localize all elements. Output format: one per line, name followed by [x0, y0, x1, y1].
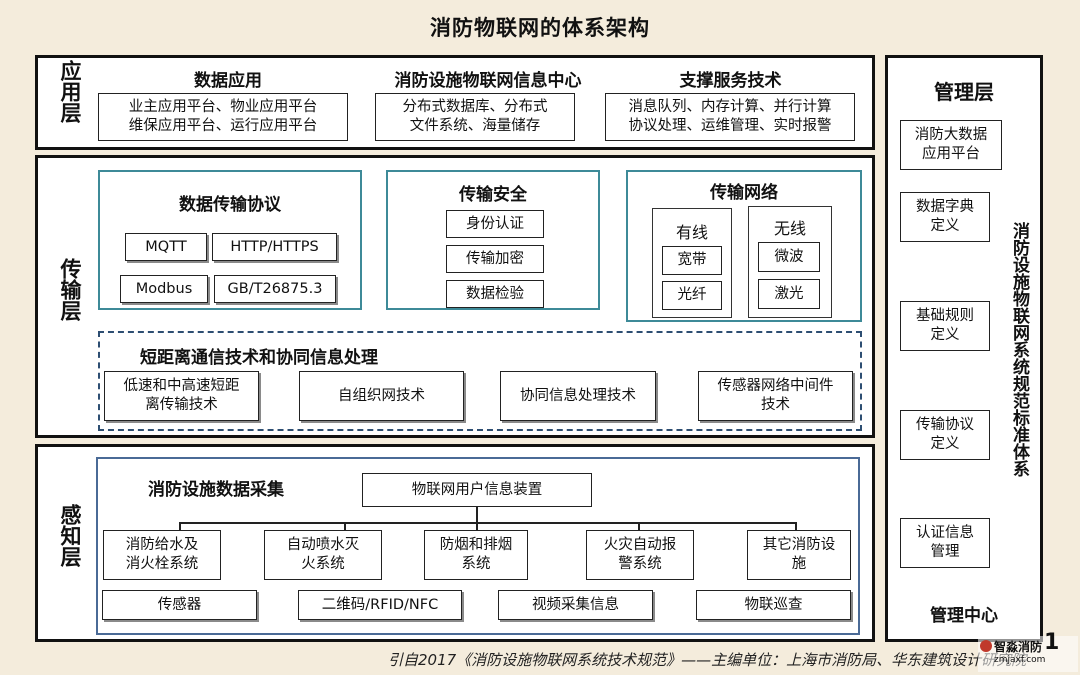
wireless-label: 无线	[773, 219, 806, 238]
watermark-mark-icon	[980, 640, 992, 652]
short-range-heading: 短距离通信技术和协同信息处理	[140, 348, 378, 368]
short-range-frame: 短距离通信技术和协同信息处理 低速和中高速短距 离传输技术 自组织网技术 协同信…	[98, 331, 862, 431]
connector-device-down	[476, 507, 478, 523]
connector-drop-2	[344, 522, 346, 530]
wireless-laser: 激光	[758, 279, 820, 309]
standards-system-vertical-label: 消防设施物联网系统规范标准体系	[1009, 222, 1029, 477]
network-heading: 传输网络	[710, 183, 778, 203]
system-fire-alarm: 火灾自动报 警系统	[586, 530, 694, 580]
support-services-heading: 支撑服务技术	[679, 71, 782, 91]
collector-video: 视频采集信息	[498, 590, 653, 620]
iot-user-info-device: 物联网用户信息装置	[362, 473, 592, 507]
transmission-network-frame: 传输网络 有线 宽带 光纤 无线 微波 激光	[626, 170, 862, 322]
data-application-box: 业主应用平台、物业应用平台 维保应用平台、运行应用平台	[98, 93, 348, 141]
connector-drop-5	[795, 522, 797, 530]
mgmt-basic-rules: 基础规则 定义	[900, 301, 990, 351]
connector-drop-3	[476, 522, 478, 530]
connector-drop-4	[638, 522, 640, 530]
collaborative-info-processing: 协同信息处理技术	[500, 371, 656, 421]
page-number: 1	[1044, 630, 1060, 655]
support-services-box: 消息队列、内存计算、并行计算 协议处理、运维管理、实时报警	[605, 93, 855, 141]
protocol-modbus: Modbus	[120, 275, 208, 303]
transmission-layer: 传输层 数据传输协议 MQTT HTTP/HTTPS Modbus GB/T26…	[35, 155, 875, 438]
watermark-logo: 智淼消防 zmjaxf.com 1	[978, 630, 1078, 672]
mgmt-transmission-protocol: 传输协议 定义	[900, 410, 990, 460]
connector-bus	[179, 522, 795, 524]
transmission-security-frame: 传输安全 身份认证 传输加密 数据检验	[386, 170, 600, 310]
wired-broadband: 宽带	[662, 246, 722, 275]
system-sprinkler: 自动喷水灭 火系统	[264, 530, 382, 580]
wired-frame: 有线 宽带 光纤	[652, 208, 732, 318]
watermark-text: 智淼消防	[994, 640, 1043, 654]
mgmt-data-dictionary: 数据字典 定义	[900, 192, 990, 242]
mgmt-auth-info: 认证信息 管理	[900, 518, 990, 568]
data-collection-frame: 消防设施数据采集 物联网用户信息装置 消防给水及 消火栓系统 自动喷水灭 火系统…	[96, 457, 860, 635]
short-range-transmission: 低速和中高速短距 离传输技术	[104, 371, 259, 421]
wired-label: 有线	[675, 223, 708, 242]
transmission-layer-label: 传输层	[58, 258, 82, 321]
self-organizing-network: 自组织网技术	[299, 371, 464, 421]
sensor-network-middleware: 传感器网络中间件 技术	[698, 371, 853, 421]
protocol-gbt: GB/T26875.3	[214, 275, 336, 303]
mgmt-bigdata-platform: 消防大数据 应用平台	[900, 120, 1002, 170]
security-encryption: 传输加密	[446, 245, 544, 273]
collector-sensor: 传感器	[102, 590, 257, 620]
collector-iot-patrol: 物联巡查	[696, 590, 851, 620]
management-layer: 管理层 消防大数据 应用平台 数据字典 定义 基础规则 定义 传输协议 定义 认…	[885, 55, 1043, 642]
citation-footer: 引自2017《消防设施物联网系统技术规范》——主编单位：上海市消防局、华东建筑设…	[388, 651, 1027, 669]
wireless-frame: 无线 微波 激光	[748, 206, 832, 318]
data-transmission-protocol-frame: 数据传输协议 MQTT HTTP/HTTPS Modbus GB/T26875.…	[98, 170, 362, 310]
connector-drop-1	[179, 522, 181, 530]
perception-layer-label: 感知层	[58, 504, 82, 567]
protocol-mqtt: MQTT	[125, 233, 207, 261]
perception-layer: 感知层 消防设施数据采集 物联网用户信息装置 消防给水及 消火栓系统 自动喷水灭…	[35, 444, 875, 642]
security-identity-auth: 身份认证	[446, 210, 544, 238]
data-application-heading: 数据应用	[194, 71, 262, 91]
info-center-heading: 消防设施物联网信息中心	[394, 71, 582, 91]
application-layer: 应用层 数据应用 业主应用平台、物业应用平台 维保应用平台、运行应用平台 消防设…	[35, 55, 875, 150]
system-smoke-control: 防烟和排烟 系统	[424, 530, 528, 580]
system-other: 其它消防设 施	[747, 530, 851, 580]
wireless-microwave: 微波	[758, 242, 820, 272]
security-data-check: 数据检验	[446, 280, 544, 308]
system-fire-hydrant: 消防给水及 消火栓系统	[103, 530, 221, 580]
collector-qr-rfid-nfc: 二维码/RFID/NFC	[298, 590, 462, 620]
protocol-heading: 数据传输协议	[179, 195, 281, 215]
security-heading: 传输安全	[459, 185, 527, 205]
protocol-http: HTTP/HTTPS	[212, 233, 337, 261]
data-collection-heading: 消防设施数据采集	[148, 480, 284, 500]
wired-fiber: 光纤	[662, 281, 722, 310]
diagram-title: 消防物联网的体系架构	[430, 16, 650, 40]
application-layer-label: 应用层	[58, 60, 82, 123]
info-center-box: 分布式数据库、分布式 文件系统、海量储存	[375, 93, 575, 141]
management-layer-label: 管理层	[934, 80, 994, 104]
management-center-label: 管理中心	[930, 606, 998, 626]
watermark-subtext: zmjaxf.com	[994, 655, 1046, 665]
